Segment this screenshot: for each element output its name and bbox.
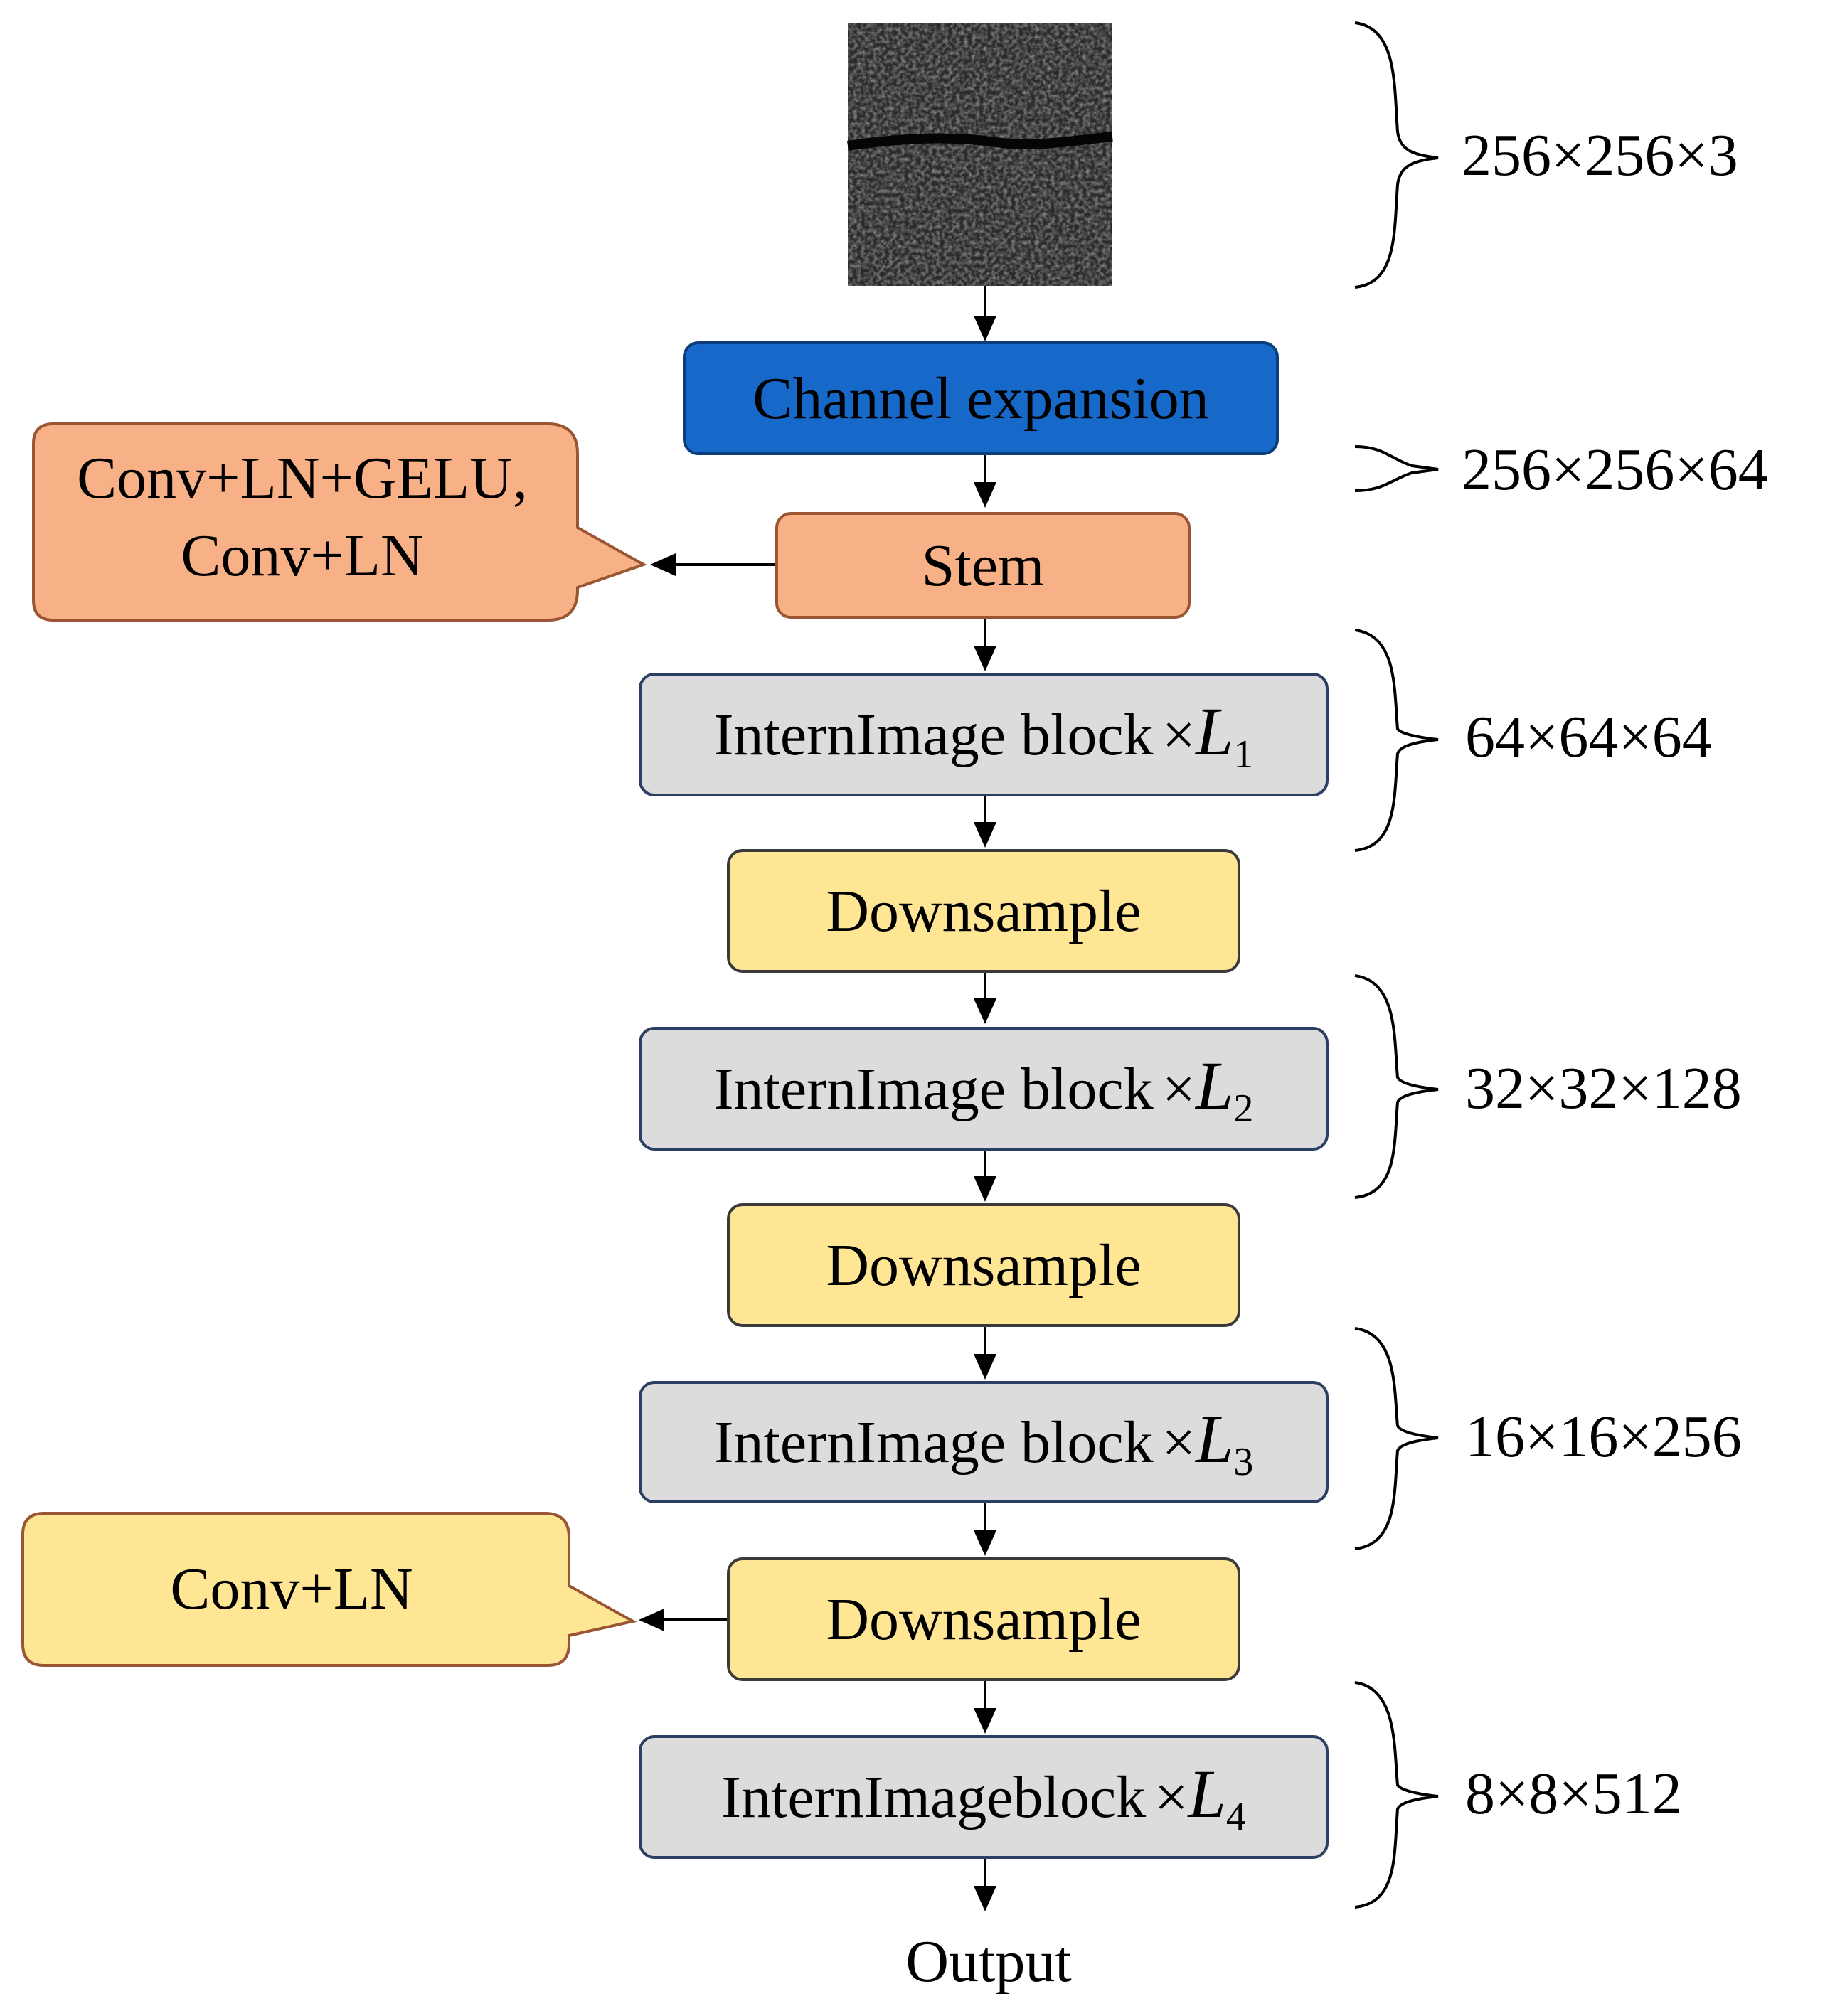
dim-stage3: 16×16×256 (1465, 1404, 1742, 1470)
internimage-block-2: InternImage block ×L2 (639, 1027, 1329, 1151)
repeat-variable: L (1188, 1756, 1226, 1832)
brace-stage1 (1354, 629, 1439, 852)
brace-stage4 (1354, 1681, 1439, 1909)
internimage-block-2-label: InternImage block (713, 1055, 1154, 1122)
internimage-block-1-repeat: ×L1 (1162, 692, 1254, 777)
dim-stage4: 8×8×512 (1465, 1761, 1682, 1827)
times-symbol: × (1161, 1056, 1196, 1122)
downsample-2-label: Downsample (826, 1232, 1142, 1298)
repeat-subscript: 1 (1233, 732, 1254, 777)
channel-expansion-block: Channel expansion (683, 341, 1279, 455)
internimage-block-2-repeat: ×L2 (1162, 1046, 1254, 1131)
downsample-block-1: Downsample (727, 849, 1240, 973)
stem-callout-shape (32, 422, 647, 622)
internimage-block-4: InternImageblock ×L4 (639, 1735, 1329, 1859)
stem-block: Stem (775, 512, 1191, 619)
stem-callout-line-1: Conv+LN+GELU, (77, 445, 528, 511)
output-label: Output (905, 1929, 1072, 1995)
dim-input: 256×256×3 (1462, 122, 1738, 188)
internimage-block-3: InternImage block ×L3 (639, 1381, 1329, 1503)
brace-expansion (1354, 445, 1439, 492)
internimage-block-1: InternImage block ×L1 (639, 673, 1329, 796)
brace-stage3 (1354, 1327, 1439, 1550)
internimage-block-3-label: InternImage block (713, 1409, 1154, 1476)
brace-stage2 (1354, 974, 1439, 1199)
internimage-block-3-repeat: ×L3 (1162, 1399, 1254, 1485)
repeat-variable: L (1196, 693, 1234, 769)
downsample-1-label: Downsample (826, 878, 1142, 944)
times-symbol: × (1161, 1409, 1196, 1476)
times-symbol: × (1161, 702, 1196, 768)
downsample-block-3: Downsample (727, 1557, 1240, 1681)
downsample-callout-line: Conv+LN (170, 1556, 413, 1622)
dim-stage1: 64×64×64 (1465, 704, 1712, 770)
brace-input (1354, 21, 1439, 289)
stem-callout-line-2: Conv+LN (181, 523, 424, 590)
repeat-variable: L (1196, 1401, 1234, 1477)
internimage-block-4-label: InternImageblock (721, 1764, 1147, 1830)
brace-group (1354, 21, 1439, 1909)
dim-expansion: 256×256×64 (1462, 437, 1768, 503)
times-symbol: × (1154, 1764, 1188, 1830)
channel-expansion-label: Channel expansion (752, 365, 1209, 432)
repeat-subscript: 4 (1225, 1795, 1246, 1839)
downsample-block-2: Downsample (727, 1203, 1240, 1327)
stem-label: Stem (921, 532, 1045, 599)
repeat-variable: L (1196, 1047, 1234, 1124)
downsample-callout-text: Conv+LN (28, 1550, 555, 1628)
downsample-callout-shape (21, 1512, 637, 1667)
internimage-block-4-repeat: ×L4 (1154, 1754, 1246, 1840)
repeat-subscript: 2 (1233, 1087, 1254, 1131)
input-image (846, 23, 1113, 286)
stem-callout-text: Conv+LN+GELU, Conv+LN (39, 439, 565, 594)
downsample-3-label: Downsample (826, 1586, 1142, 1653)
dim-stage2: 32×32×128 (1465, 1055, 1742, 1121)
internimage-block-1-label: InternImage block (713, 701, 1154, 768)
repeat-subscript: 3 (1233, 1440, 1254, 1484)
